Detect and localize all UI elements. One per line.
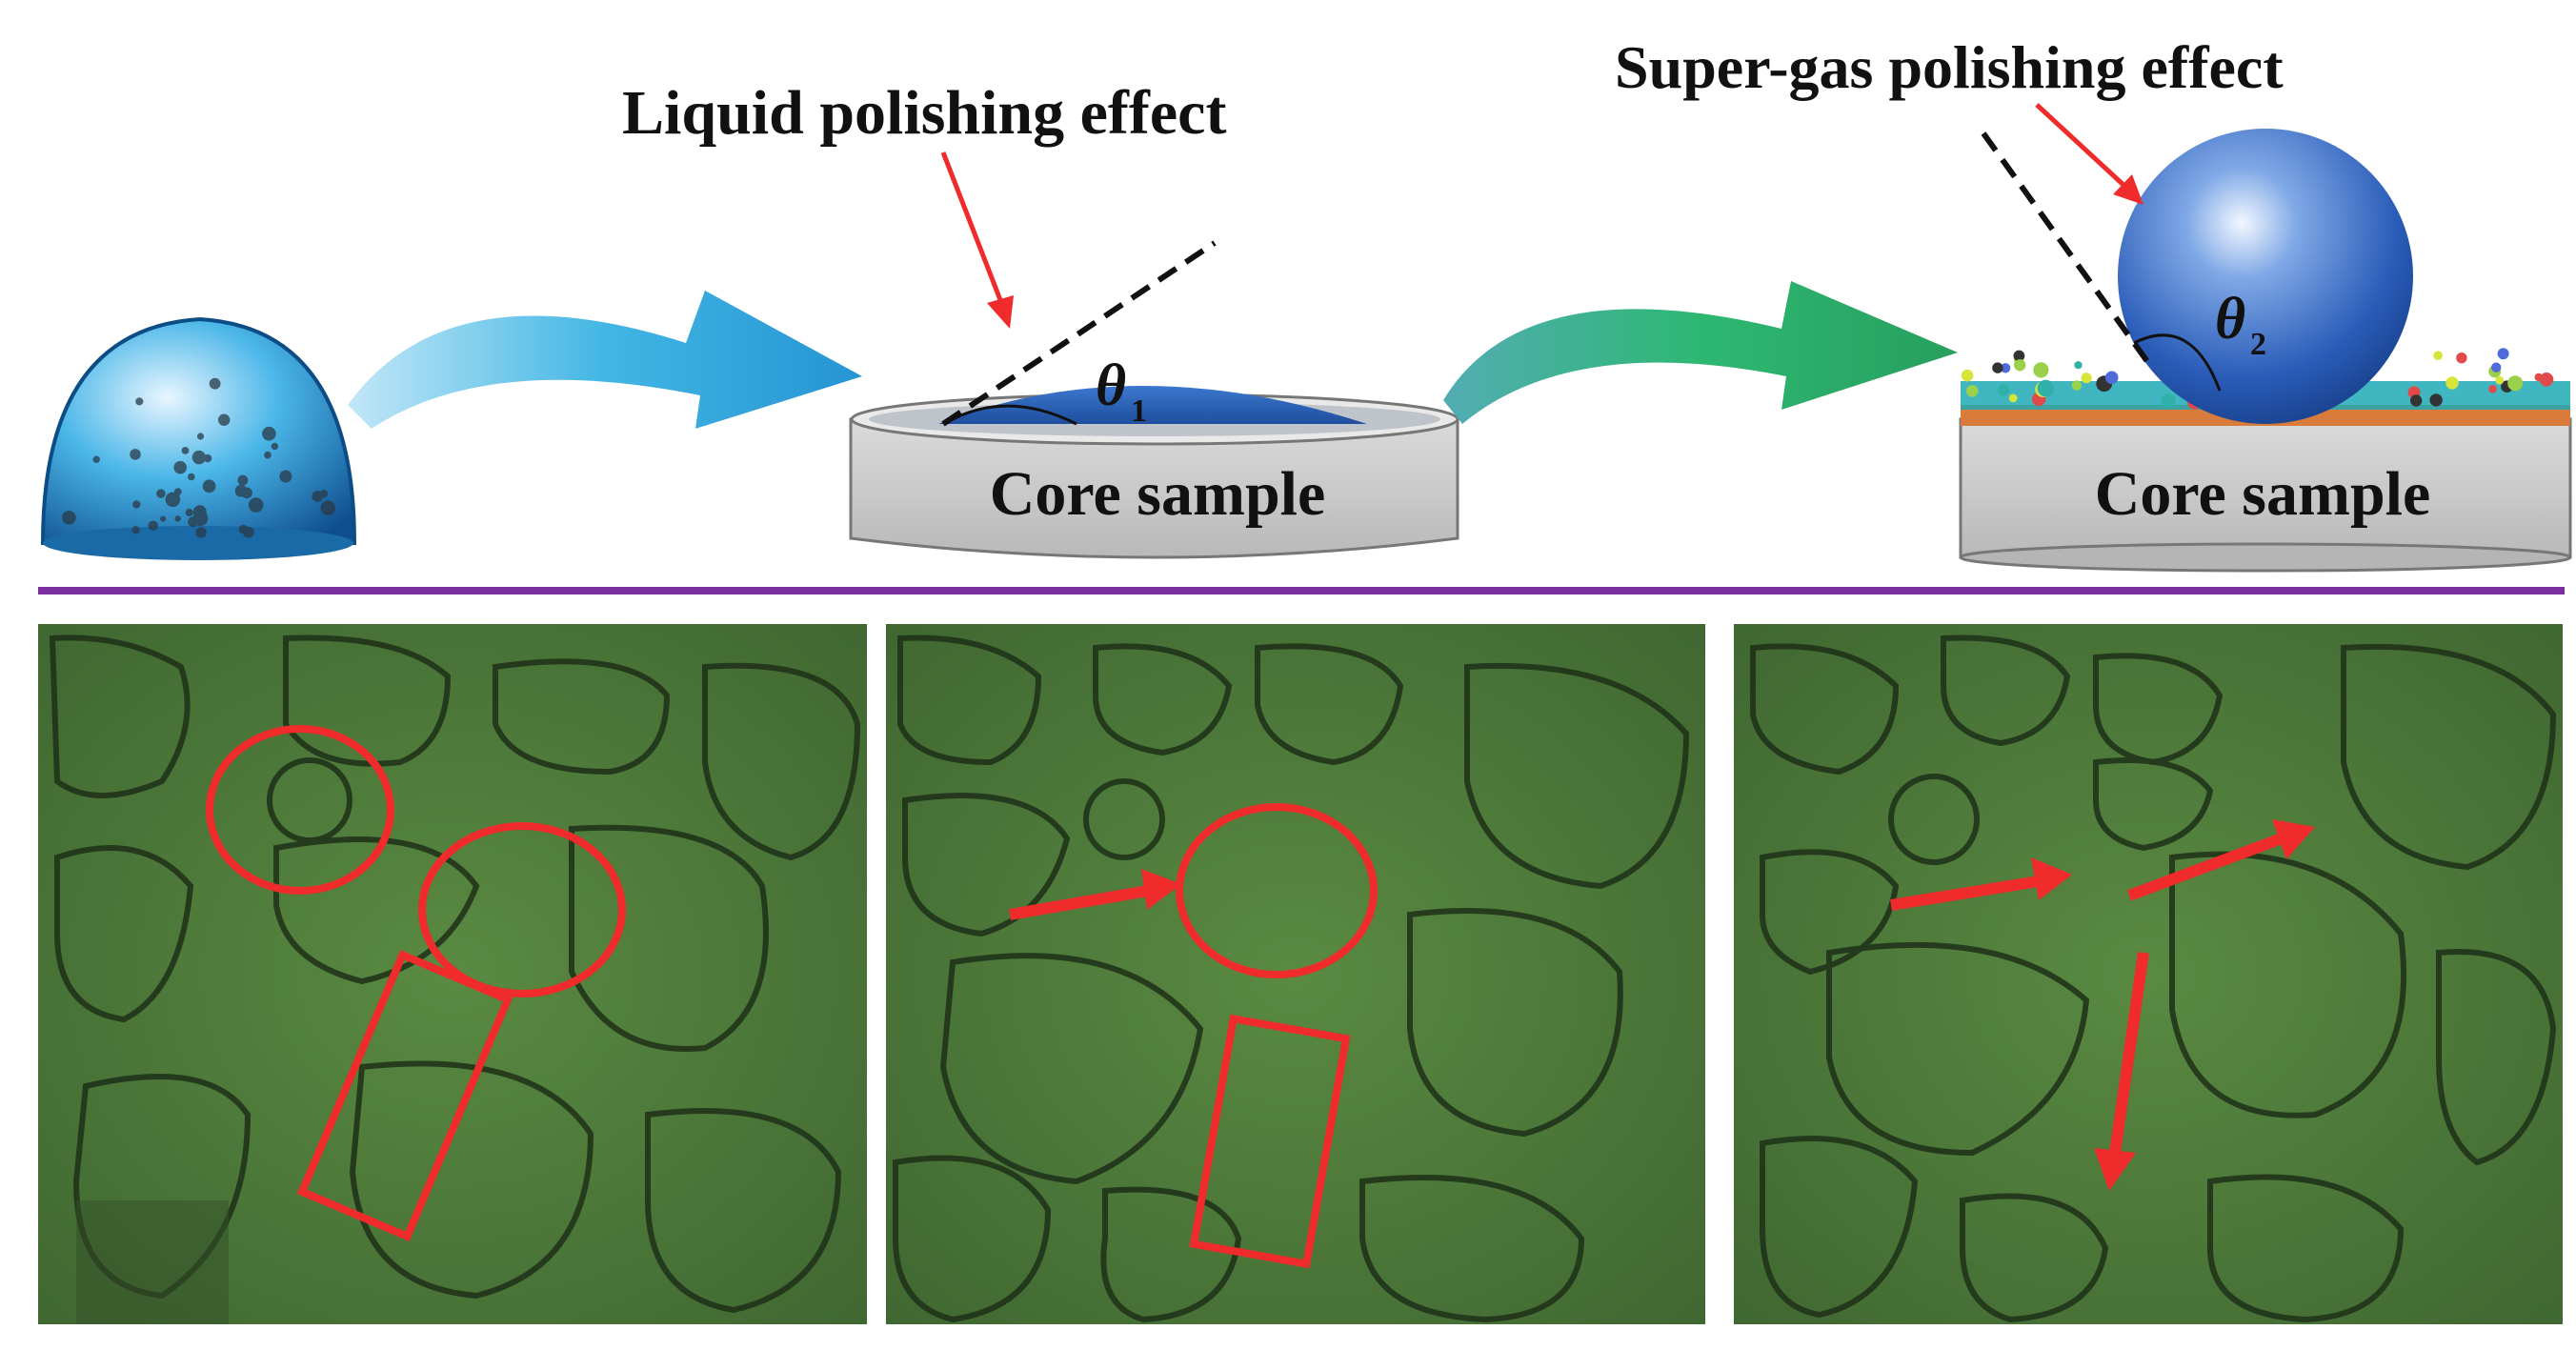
surface-molecule <box>1992 362 2003 373</box>
highlight-rectangle <box>296 950 513 1241</box>
droplet-particle <box>148 520 158 531</box>
core-sample-1: Core sample θ 1 <box>849 240 1459 559</box>
highlight-circle <box>1176 803 1378 978</box>
droplet-particle <box>319 490 329 498</box>
droplet-particle <box>234 484 248 497</box>
tangent-line-1 <box>941 240 1217 427</box>
droplet-particle <box>264 451 272 459</box>
surface-molecule <box>2033 362 2049 378</box>
droplet-particle <box>243 526 254 538</box>
gas-bubble: θ 2 <box>1981 129 2413 424</box>
droplet-particle <box>262 426 276 441</box>
surface-molecule <box>2161 393 2176 409</box>
flow-arrow <box>1008 869 1181 920</box>
supergas-polishing-label: Super-gas polishing effect <box>1615 33 2284 101</box>
droplet-particle <box>160 515 167 522</box>
droplet-particle <box>173 460 187 474</box>
surface-molecule <box>2433 351 2443 361</box>
flow-arrow <box>2094 952 2149 1191</box>
droplet-particle <box>174 515 181 522</box>
core-sample-2: Core sample <box>1959 348 2572 573</box>
surface-molecule <box>1997 384 2010 396</box>
highlight-circle <box>418 822 626 997</box>
micromodel-panel-2 <box>886 624 1705 1324</box>
droplet-particle <box>165 492 181 508</box>
flow-arrow <box>1890 857 2072 911</box>
liquid-pointer-arrow <box>940 151 1014 329</box>
droplet-particle <box>132 500 141 509</box>
surface-molecule <box>2429 393 2443 407</box>
surface-molecule <box>1961 369 1974 382</box>
core-label-1: Core sample <box>990 459 1326 529</box>
surface-molecule <box>2014 359 2026 372</box>
surface-molecule <box>1966 385 1979 397</box>
droplet-particle <box>135 397 144 406</box>
droplet-particle <box>237 474 249 486</box>
surface-molecule <box>2081 373 2092 384</box>
flow-arrow <box>2126 819 2315 901</box>
droplet-particle <box>248 497 264 513</box>
surface-molecule <box>2104 371 2119 385</box>
surface-molecule <box>2074 361 2083 370</box>
surface-molecule <box>2539 373 2554 387</box>
core-label-2: Core sample <box>2095 459 2431 529</box>
surface-molecule <box>2491 362 2502 373</box>
transfer-arrow-blue <box>348 291 862 429</box>
svg-text:2: 2 <box>2250 327 2266 362</box>
surface-molecule <box>2013 350 2025 362</box>
surface-molecule <box>2037 379 2055 397</box>
droplet-particle <box>191 450 207 465</box>
droplet-particle <box>130 449 141 460</box>
droplet-particle <box>192 505 207 519</box>
transfer-arrow-green <box>1443 281 1958 424</box>
droplet-particle <box>209 377 221 390</box>
droplet-particle <box>62 511 76 525</box>
micromodel-panel-3 <box>1734 624 2563 1324</box>
surface-molecule <box>2456 353 2467 364</box>
supergas-pointer-arrow <box>2035 103 2143 205</box>
droplet-particle <box>156 489 166 498</box>
agent-droplet <box>40 316 357 560</box>
svg-text:θ: θ <box>2215 287 2245 352</box>
surface-molecules <box>1961 348 2554 412</box>
surface-molecule <box>2507 375 2524 392</box>
droplet-particle <box>271 442 279 451</box>
surface-molecule <box>2534 373 2543 382</box>
surface-molecule <box>2495 375 2505 385</box>
droplet-particle <box>196 433 205 440</box>
droplet-particle <box>195 527 207 538</box>
surface-molecule <box>2008 393 2018 403</box>
droplet-particle <box>92 455 100 463</box>
droplet-particle <box>202 479 216 494</box>
droplet-particle <box>218 413 231 426</box>
surface-molecule <box>2445 376 2459 390</box>
droplet-particle <box>185 508 193 517</box>
liquid-polishing-label: Liquid polishing effect <box>622 78 1226 148</box>
droplet-particle <box>131 526 140 534</box>
micromodel-panel-1 <box>38 624 867 1324</box>
surface-molecule <box>2410 394 2423 407</box>
svg-text:1: 1 <box>1131 393 1147 429</box>
surface-molecule <box>2071 380 2083 391</box>
top-schematic: Core sample θ 1 Liquid polishing effect … <box>40 33 2572 573</box>
droplet-particle <box>188 473 195 481</box>
micromodel-panels <box>38 624 2563 1324</box>
tangent-line-2 <box>1981 131 2154 369</box>
svg-text:θ: θ <box>1096 353 1126 418</box>
droplet-particle <box>320 500 336 515</box>
surface-molecule <box>2497 348 2509 360</box>
surface-molecule <box>2488 385 2497 393</box>
theta-1: θ 1 <box>1096 353 1147 429</box>
droplet-particles <box>62 377 336 538</box>
droplet-particle <box>279 470 292 483</box>
surface-molecule <box>2000 363 2011 373</box>
highlight-rectangle <box>1189 1014 1351 1269</box>
highlight-circle <box>206 725 394 895</box>
droplet-particle <box>203 453 212 463</box>
droplet-particle <box>181 447 190 454</box>
